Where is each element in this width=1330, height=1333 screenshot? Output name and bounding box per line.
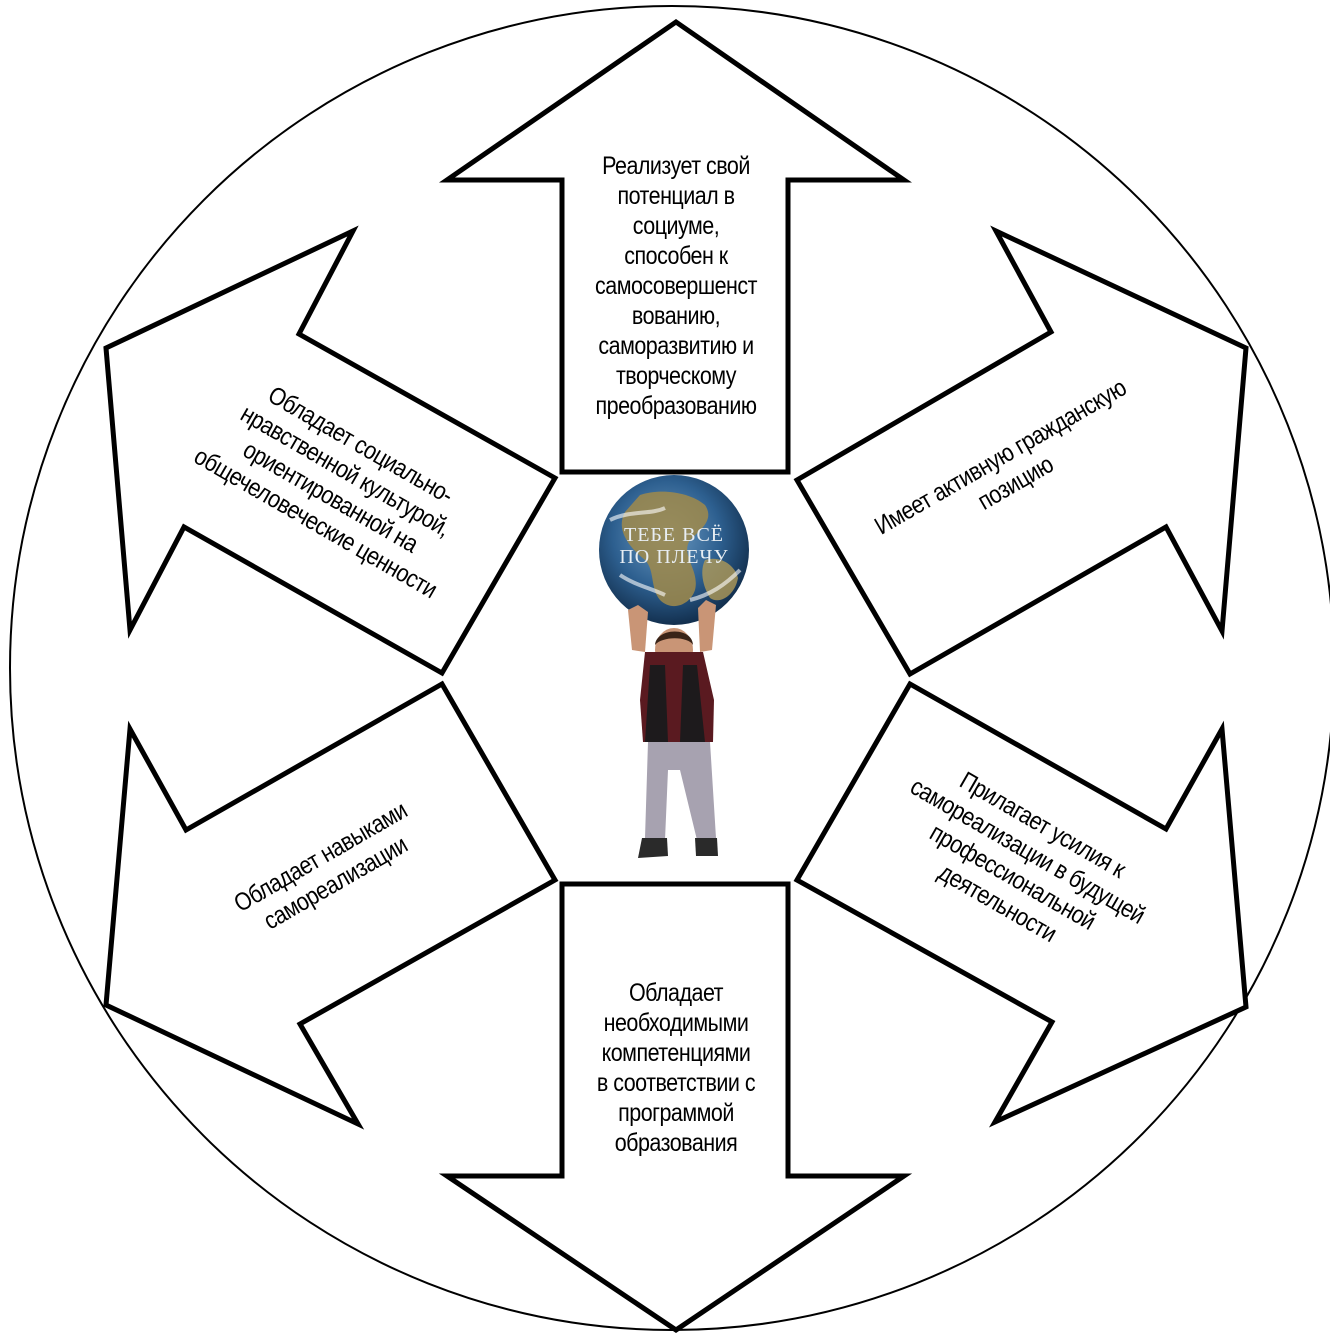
arrow-upper-left	[103, 225, 559, 677]
left-arm	[628, 605, 648, 652]
globe-caption-line1: ТЕБЕ ВСЁ	[624, 523, 724, 546]
right-arm	[698, 600, 716, 652]
arrow-lower-right	[793, 680, 1249, 1128]
arrow-upper-right	[793, 225, 1249, 678]
left-shoe	[638, 838, 668, 858]
globe-clouds	[609, 506, 742, 602]
arrow-top-label: Реализует свой потенциал в социуме, спос…	[595, 152, 757, 420]
boy-with-globe-illustration: ТЕБЕ ВСЁ ПО ПЛЕЧУ	[599, 475, 749, 858]
arrow-top	[438, 18, 912, 475]
arrow-bottom	[438, 881, 913, 1333]
globe-caption-line2: ПО ПЛЕЧУ	[619, 546, 728, 568]
globe-land	[621, 491, 709, 607]
hair	[655, 631, 693, 645]
arrow-bottom-label: Обладает необходимыми компетенциями в со…	[596, 979, 756, 1157]
vest	[645, 665, 705, 742]
right-shoe	[695, 838, 718, 856]
jeans	[645, 742, 716, 840]
arrow-lower-left	[103, 680, 559, 1130]
